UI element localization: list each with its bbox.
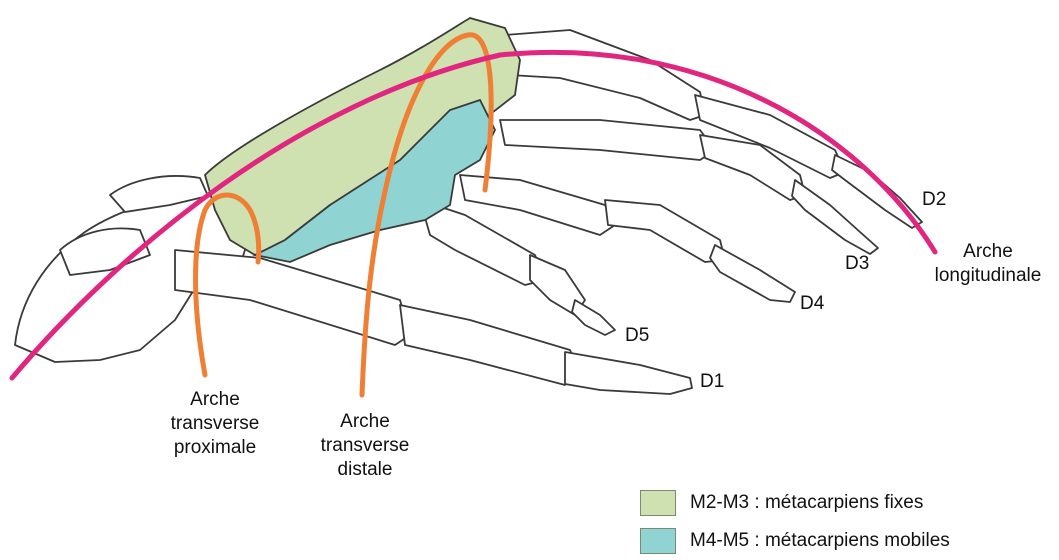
label-arch-transverse-proximal-line-1: Arche (150, 388, 280, 412)
legend-label-fixed: M2-M3 : métacarpiens fixes (690, 492, 923, 514)
d4-distal-phalanx (710, 245, 795, 302)
label-d2: D2 (922, 188, 946, 212)
label-d1: D1 (700, 370, 724, 394)
legend-swatch-fixed (640, 490, 676, 516)
label-arch-transverse-proximal-line-2: transverse (150, 412, 280, 436)
label-arch-transverse-distal-line-2: transverse (300, 434, 430, 458)
label-arch-transverse-proximal-line-3: proximale (150, 436, 280, 460)
d3-metacarpal (500, 120, 715, 160)
label-arch-transverse-proximal: Arche transverse proximale (150, 388, 280, 460)
label-arch-transverse-distal: Arche transverse distale (300, 410, 430, 482)
label-arch-transverse-distal-line-3: distale (300, 458, 430, 482)
label-arch-longitudinal-line-2: longitudinale (928, 264, 1048, 288)
d2-metacarpal (505, 30, 705, 120)
label-arch-longitudinal: Arche longitudinale (928, 240, 1048, 288)
d4-proximal-phalanx (605, 200, 725, 262)
d1-proximal-phalanx (400, 305, 580, 385)
d1-metacarpal (175, 250, 410, 345)
legend-item-mobile: M4-M5 : métacarpiens mobiles (640, 528, 950, 554)
legend-label-mobile: M4-M5 : métacarpiens mobiles (690, 530, 950, 552)
d1-distal-phalanx (565, 352, 692, 394)
label-arch-transverse-distal-line-1: Arche (300, 410, 430, 434)
legend-swatch-mobile (640, 528, 676, 554)
label-d3: D3 (845, 252, 869, 276)
label-d5: D5 (625, 324, 649, 348)
d5-distal-phalanx (572, 300, 615, 335)
label-d4: D4 (800, 292, 824, 316)
legend-item-fixed: M2-M3 : métacarpiens fixes (640, 490, 923, 516)
label-arch-longitudinal-line-1: Arche (928, 240, 1048, 264)
